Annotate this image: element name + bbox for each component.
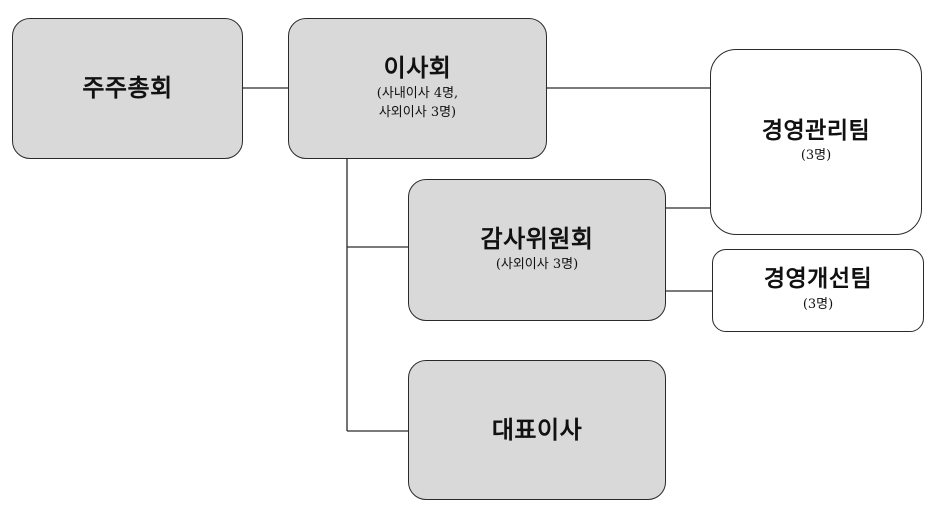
node-board-of-directors-detail: (사내이사 4명, 사외이사 3명) <box>376 86 459 120</box>
node-management-team-detail: (3명) <box>800 148 832 164</box>
node-board-of-directors: 이사회 (사내이사 4명, 사외이사 3명) <box>288 18 547 159</box>
node-audit-committee: 감사위원회 (사외이사 3명) <box>408 179 666 321</box>
node-management-team-name: 경영관리팀 <box>761 117 871 144</box>
node-improvement-team: 경영개선팀 (3명) <box>712 249 924 332</box>
node-improvement-team-name: 경영개선팀 <box>763 266 873 293</box>
node-improvement-team-detail: (3명) <box>802 296 834 312</box>
node-board-of-directors-name: 이사회 <box>383 54 452 83</box>
node-audit-committee-detail: (사외이사 3명) <box>495 256 579 272</box>
node-shareholders-meeting: 주주총회 <box>12 18 243 159</box>
node-management-team: 경영관리팀 (3명) <box>710 49 922 235</box>
node-ceo: 대표이사 <box>408 360 666 500</box>
node-ceo-name: 대표이사 <box>491 415 583 444</box>
node-shareholders-meeting-name: 주주총회 <box>82 74 173 103</box>
node-audit-committee-name: 감사위원회 <box>480 225 594 254</box>
